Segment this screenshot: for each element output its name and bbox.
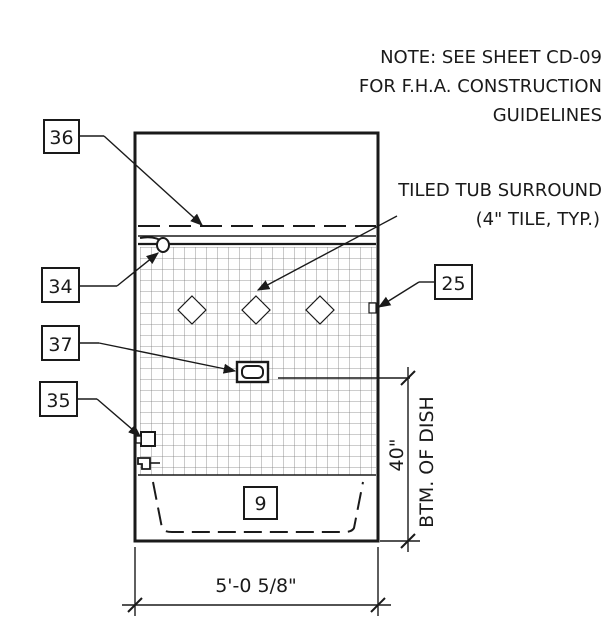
tag-25: 25 <box>377 264 473 308</box>
shower-head <box>139 236 170 253</box>
height-dimension-value: 40" <box>386 439 408 472</box>
tub-basin-outline <box>152 481 364 533</box>
grab-bar-end-fixture <box>368 302 377 314</box>
tub-faucet-valve <box>135 431 156 447</box>
tag-37-label: 37 <box>48 334 72 356</box>
width-dimension: 5'-0 5/8" <box>122 547 391 616</box>
height-dimension-label: BTM. OF DISH <box>416 396 438 528</box>
soap-dish <box>235 360 270 384</box>
diamond-tile-left <box>177 295 207 325</box>
tiled-tub-surround-callout: TILED TUB SURROUND (4" TILE, TYP.) <box>256 180 602 291</box>
decorative-diamond-tiles <box>177 295 335 325</box>
tiled-surround-label-line-1: TILED TUB SURROUND <box>397 180 602 201</box>
tag-36: 36 <box>43 119 203 226</box>
tag-34: 34 <box>41 252 159 303</box>
tag-35: 35 <box>39 381 141 437</box>
tag-36-label: 36 <box>49 127 73 149</box>
diamond-tile-center <box>241 295 271 325</box>
tag-25-label: 25 <box>441 273 465 295</box>
tag-9-label: 9 <box>254 493 266 515</box>
note-line-1: NOTE: SEE SHEET CD-09 <box>380 47 602 68</box>
tag-35-label: 35 <box>46 390 70 412</box>
tag-37: 37 <box>41 325 237 374</box>
note-line-2: FOR F.H.A. CONSTRUCTION <box>359 76 602 97</box>
width-dimension-label: 5'-0 5/8" <box>215 575 297 597</box>
general-note: NOTE: SEE SHEET CD-09 FOR F.H.A. CONSTRU… <box>359 47 602 126</box>
bathtub <box>138 474 376 533</box>
wall-outline <box>133 131 380 543</box>
note-line-3: GUIDELINES <box>493 105 602 126</box>
diamond-tile-right <box>305 295 335 325</box>
tag-34-label: 34 <box>48 276 72 298</box>
tub-spout <box>137 457 160 470</box>
tiled-surround-label-line-2: (4" TILE, TYP.) <box>476 209 600 230</box>
height-dimension: 40" BTM. OF DISH <box>380 367 438 552</box>
tag-9: 9 <box>243 486 278 520</box>
